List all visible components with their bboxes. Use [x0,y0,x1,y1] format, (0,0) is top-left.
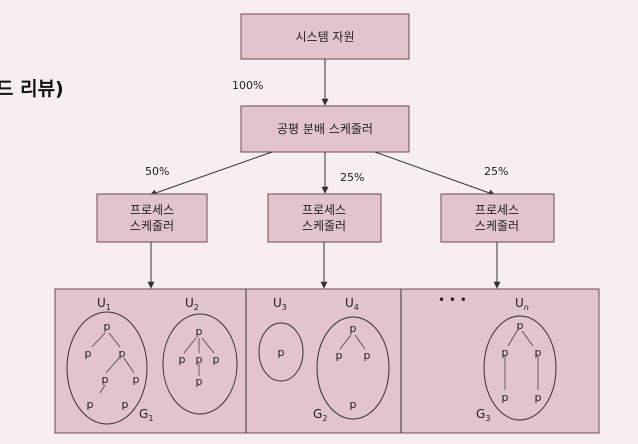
process-node: p [350,398,357,411]
user-n-label: Un [515,296,529,312]
process-node: p [196,353,203,366]
process-scheduler-2-line1: 프로세스 [302,203,346,217]
process-scheduler-box-2: 프로세스 스케줄러 [267,193,382,243]
percent-100-label: 100% [232,79,263,92]
process-node: p [364,349,371,362]
user-n-ellipse [483,315,557,421]
process-node: p [213,353,220,366]
user-3-label: U3 [273,296,287,312]
percent-50-label: 50% [145,165,169,178]
user-2-ellipse [162,313,238,415]
process-node: p [122,398,129,411]
group-1: U1 U2 p p p p p p p p p p p p G1 [66,296,238,425]
process-node: p [535,346,542,359]
user-2-label: U2 [185,296,199,312]
process-scheduler-box-1: 프로세스 스케줄러 [96,193,208,243]
process-scheduler-1-line2: 스케줄러 [130,219,174,233]
process-scheduler-2-line2: 스케줄러 [302,219,346,233]
process-node: p [102,373,109,386]
group-2-label: G2 [313,407,327,423]
process-node: p [85,347,92,360]
process-node: p [196,325,203,338]
process-scheduler-3-line2: 스케줄러 [475,219,519,233]
process-node: p [336,349,343,362]
process-node: p [179,353,186,366]
user-4-label: U4 [345,296,359,312]
process-node: p [535,391,542,404]
process-node: p [133,373,140,386]
group-1-label: G1 [139,407,153,423]
process-scheduler-1-line1: 프로세스 [130,203,174,217]
group-3: • • • Un p p p p p G3 [438,293,557,423]
process-node: p [502,346,509,359]
arrow-to-process-scheduler-3 [374,151,496,197]
process-scheduler-3-line1: 프로세스 [475,203,519,217]
percent-25-label-b: 25% [484,165,508,178]
user-1-label: U1 [97,296,111,312]
arrow-to-process-scheduler-1 [149,151,273,197]
process-node: p [502,391,509,404]
percent-25-label-a: 25% [340,171,364,184]
group-3-label: G3 [476,407,490,423]
ellipsis-dots: • • • [438,293,467,307]
system-resources-label: 시스템 자원 [295,30,354,44]
user-4-ellipse [316,316,390,420]
process-node: p [278,346,285,359]
process-node: p [119,347,126,360]
groups-container [54,288,600,434]
system-resources-box: 시스템 자원 [240,13,410,60]
user-3-ellipse [258,322,304,382]
section-heading-fragment: 드 리뷰) [0,78,64,100]
process-node: p [104,320,111,333]
fair-share-scheduler-box: 공평 분배 스케줄러 [240,105,410,153]
process-node: p [87,398,94,411]
fair-share-scheduler-label: 공평 분배 스케줄러 [277,122,373,136]
process-scheduler-box-3: 프로세스 스케줄러 [440,193,555,243]
user-1-ellipse [66,311,148,425]
process-node: p [196,375,203,388]
process-node: p [517,319,524,332]
process-node: p [350,322,357,335]
group-2: U3 U4 p p p p p G2 [258,296,390,423]
